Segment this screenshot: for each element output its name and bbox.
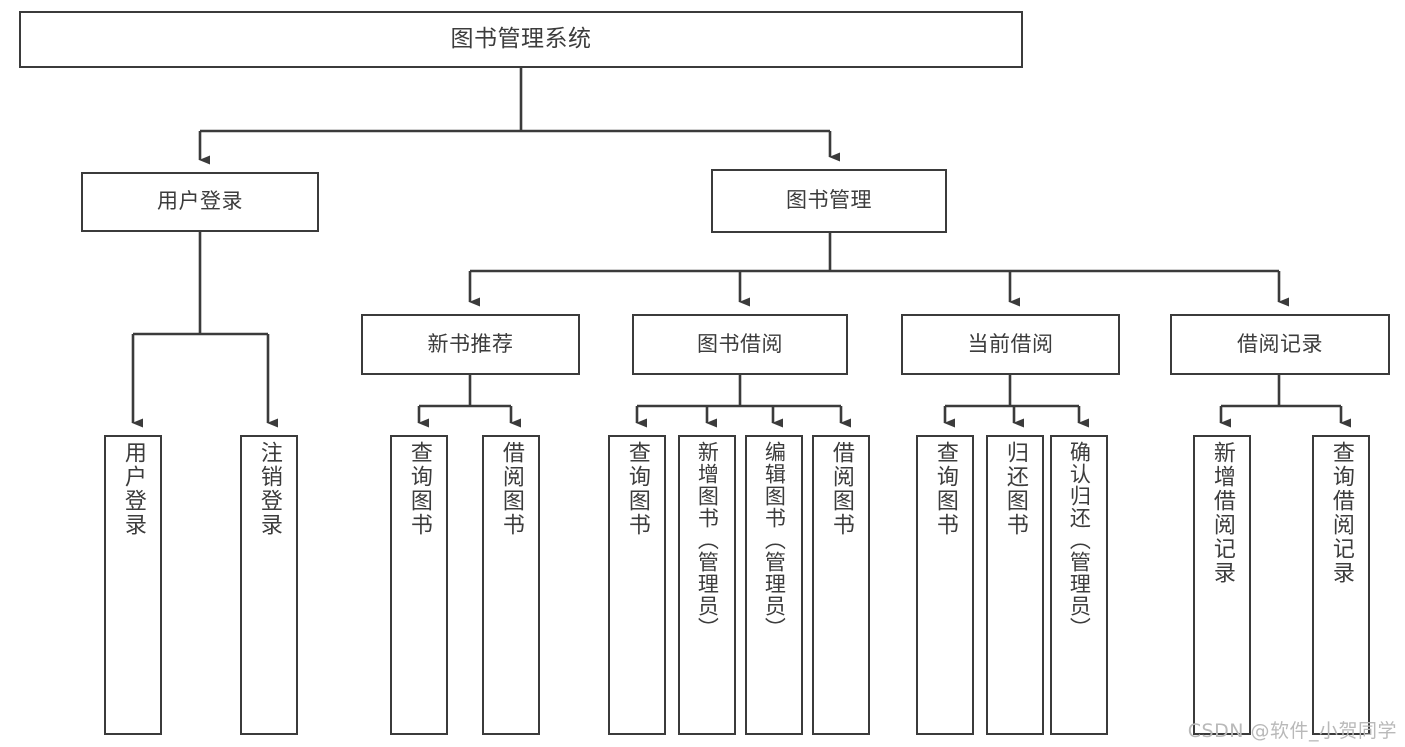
watermark-text: CSDN @软件_小贺同学 <box>1187 720 1397 742</box>
node-label: 新增图书（管理员） <box>695 441 720 639</box>
node-label: 查询图书 <box>406 441 432 537</box>
leaf-user-login-logout[interactable]: 注销登录 <box>240 435 298 735</box>
leaf-current-borrow-confirm-return-admin[interactable]: 确认归还（管理员） <box>1050 435 1108 735</box>
node-label: 归还图书 <box>1002 441 1028 537</box>
leaf-book-borrow-add-book-admin[interactable]: 新增图书（管理员） <box>678 435 736 735</box>
leaf-book-borrow-edit-book-admin[interactable]: 编辑图书（管理员） <box>745 435 803 735</box>
node-user-login[interactable]: 用户登录 <box>81 172 319 232</box>
node-label: 图书管理系统 <box>450 25 592 52</box>
node-label: 新增借阅记录 <box>1209 441 1235 585</box>
node-label: 查询借阅记录 <box>1328 441 1354 585</box>
node-label: 查询图书 <box>624 441 650 537</box>
node-book-management[interactable]: 图书管理 <box>711 169 947 233</box>
leaf-new-book-query-book[interactable]: 查询图书 <box>390 435 448 735</box>
node-borrow-record[interactable]: 借阅记录 <box>1170 314 1390 375</box>
node-root-system[interactable]: 图书管理系统 <box>19 11 1023 68</box>
node-label: 当前借阅 <box>967 331 1054 356</box>
node-label: 借阅图书 <box>828 441 854 537</box>
leaf-borrow-record-query-record[interactable]: 查询借阅记录 <box>1312 435 1370 735</box>
node-label: 编辑图书（管理员） <box>762 441 787 639</box>
node-label: 新书推荐 <box>427 331 514 356</box>
leaf-book-borrow-query-book[interactable]: 查询图书 <box>608 435 666 735</box>
node-label: 确认归还（管理员） <box>1067 441 1092 639</box>
leaf-current-borrow-return-book[interactable]: 归还图书 <box>986 435 1044 735</box>
leaf-borrow-record-add-record[interactable]: 新增借阅记录 <box>1193 435 1251 735</box>
node-label: 查询图书 <box>932 441 958 537</box>
leaf-new-book-borrow-book[interactable]: 借阅图书 <box>482 435 540 735</box>
node-label: 注销登录 <box>256 441 282 537</box>
node-book-borrow[interactable]: 图书借阅 <box>632 314 848 375</box>
node-label: 借阅记录 <box>1237 331 1323 356</box>
node-label: 图书管理 <box>786 188 872 213</box>
leaf-book-borrow-borrow-book[interactable]: 借阅图书 <box>812 435 870 735</box>
node-new-book-recommend[interactable]: 新书推荐 <box>361 314 580 375</box>
node-label: 用户登录 <box>120 441 146 537</box>
leaf-current-borrow-query-book[interactable]: 查询图书 <box>916 435 974 735</box>
node-label: 用户登录 <box>157 189 243 214</box>
node-current-borrow[interactable]: 当前借阅 <box>901 314 1120 375</box>
node-label: 借阅图书 <box>498 441 524 537</box>
leaf-user-login-login[interactable]: 用户登录 <box>104 435 162 735</box>
node-label: 图书借阅 <box>697 331 783 356</box>
